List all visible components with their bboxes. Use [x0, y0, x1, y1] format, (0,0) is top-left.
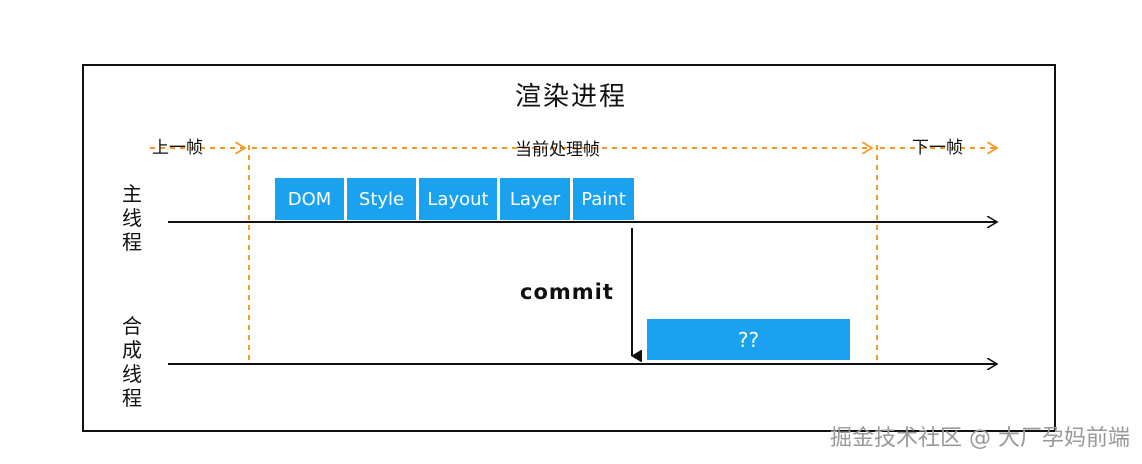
compositor-thread-label: 合 成 线 程	[122, 314, 142, 410]
watermark: 掘金技术社区 @ 大厂孕妈前端	[830, 426, 1130, 451]
task-layer: Layer	[500, 178, 570, 220]
next-frame-label: 下一帧	[912, 138, 963, 158]
task-dom: DOM	[275, 178, 344, 220]
task-layout: Layout	[419, 178, 497, 220]
compositor-task: ??	[647, 319, 850, 360]
prev-frame-label: 上一帧	[152, 138, 203, 158]
render-process-frame	[82, 64, 1056, 432]
task-paint: Paint	[573, 178, 634, 220]
diagram-title: 渲染进程	[514, 82, 627, 112]
commit-label: commit	[520, 280, 614, 304]
current-frame-label: 当前处理帧	[515, 140, 600, 160]
task-style: Style	[347, 178, 416, 220]
main-thread-label: 主 线 程	[122, 182, 142, 254]
